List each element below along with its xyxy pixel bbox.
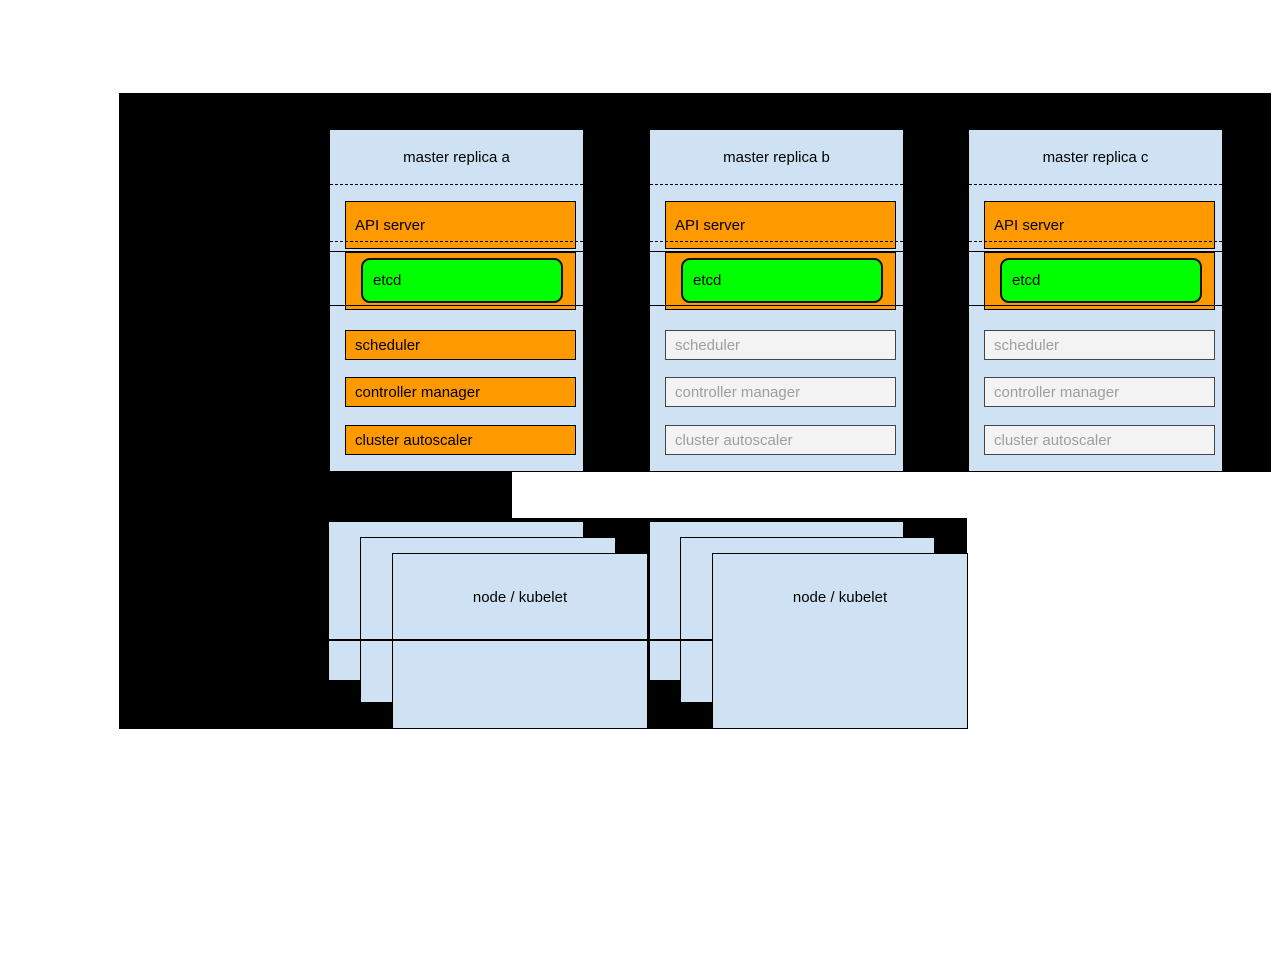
etcd-box: etcd bbox=[1000, 258, 1202, 303]
section-divider-solid bbox=[969, 305, 1222, 306]
etcd-box: etcd bbox=[681, 258, 883, 303]
section-divider-dashed bbox=[650, 241, 903, 242]
master-replica-a-panel: master replica a API server etcd schedul… bbox=[329, 129, 584, 472]
master-replica-b-panel: master replica b API server etcd schedul… bbox=[649, 129, 904, 472]
node-label: node / kubelet bbox=[792, 589, 888, 606]
section-divider-dashed bbox=[330, 241, 583, 242]
node-label: node / kubelet bbox=[472, 589, 568, 606]
section-divider-solid bbox=[650, 305, 903, 306]
scheduler-box: scheduler bbox=[345, 330, 576, 360]
controller-manager-box: controller manager bbox=[984, 377, 1215, 407]
controller-manager-box: controller manager bbox=[345, 377, 576, 407]
master-title: master replica a bbox=[403, 149, 510, 166]
controller-manager-box: controller manager bbox=[665, 377, 896, 407]
cluster-autoscaler-box: cluster autoscaler bbox=[345, 425, 576, 455]
section-divider-dashed bbox=[969, 184, 1222, 185]
etcd-box: etcd bbox=[361, 258, 563, 303]
scheduler-box: scheduler bbox=[984, 330, 1215, 360]
master-title: master replica b bbox=[723, 149, 830, 166]
backdrop-step bbox=[119, 472, 512, 518]
node-box-front: node / kubelet bbox=[392, 553, 648, 729]
master-title: master replica c bbox=[1042, 149, 1149, 166]
section-divider-dashed bbox=[330, 184, 583, 185]
node-section-divider bbox=[328, 639, 712, 641]
master-replica-c-panel: master replica c API server etcd schedul… bbox=[968, 129, 1223, 472]
node-box-front: node / kubelet bbox=[712, 553, 968, 729]
cluster-autoscaler-box: cluster autoscaler bbox=[665, 425, 896, 455]
section-divider-solid bbox=[330, 305, 583, 306]
section-divider-solid bbox=[969, 251, 1222, 252]
cluster-autoscaler-box: cluster autoscaler bbox=[984, 425, 1215, 455]
section-divider-dashed bbox=[969, 241, 1222, 242]
section-divider-solid bbox=[330, 251, 583, 252]
section-divider-dashed bbox=[650, 184, 903, 185]
scheduler-box: scheduler bbox=[665, 330, 896, 360]
section-divider-solid bbox=[650, 251, 903, 252]
